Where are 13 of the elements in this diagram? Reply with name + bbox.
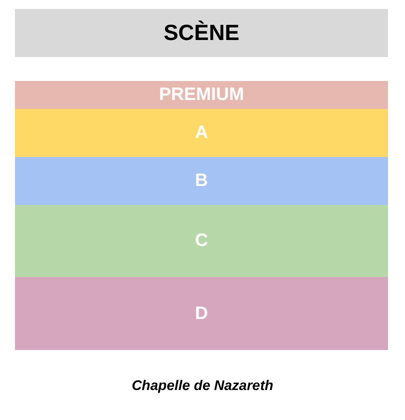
- seating-section: [15, 277, 388, 350]
- caption: Chapelle de Nazareth: [132, 377, 274, 393]
- stage-area: [15, 9, 388, 57]
- seating-section: [15, 81, 388, 109]
- section-label: B: [195, 171, 208, 191]
- section-label: PREMIUM: [159, 85, 244, 105]
- seating-section: [15, 109, 388, 157]
- stage-label: SCÈNE: [164, 20, 240, 46]
- section-label: C: [195, 231, 208, 251]
- section-label: A: [195, 123, 208, 143]
- section-label: D: [195, 304, 208, 324]
- seating-section: [15, 205, 388, 277]
- seating-section: [15, 157, 388, 205]
